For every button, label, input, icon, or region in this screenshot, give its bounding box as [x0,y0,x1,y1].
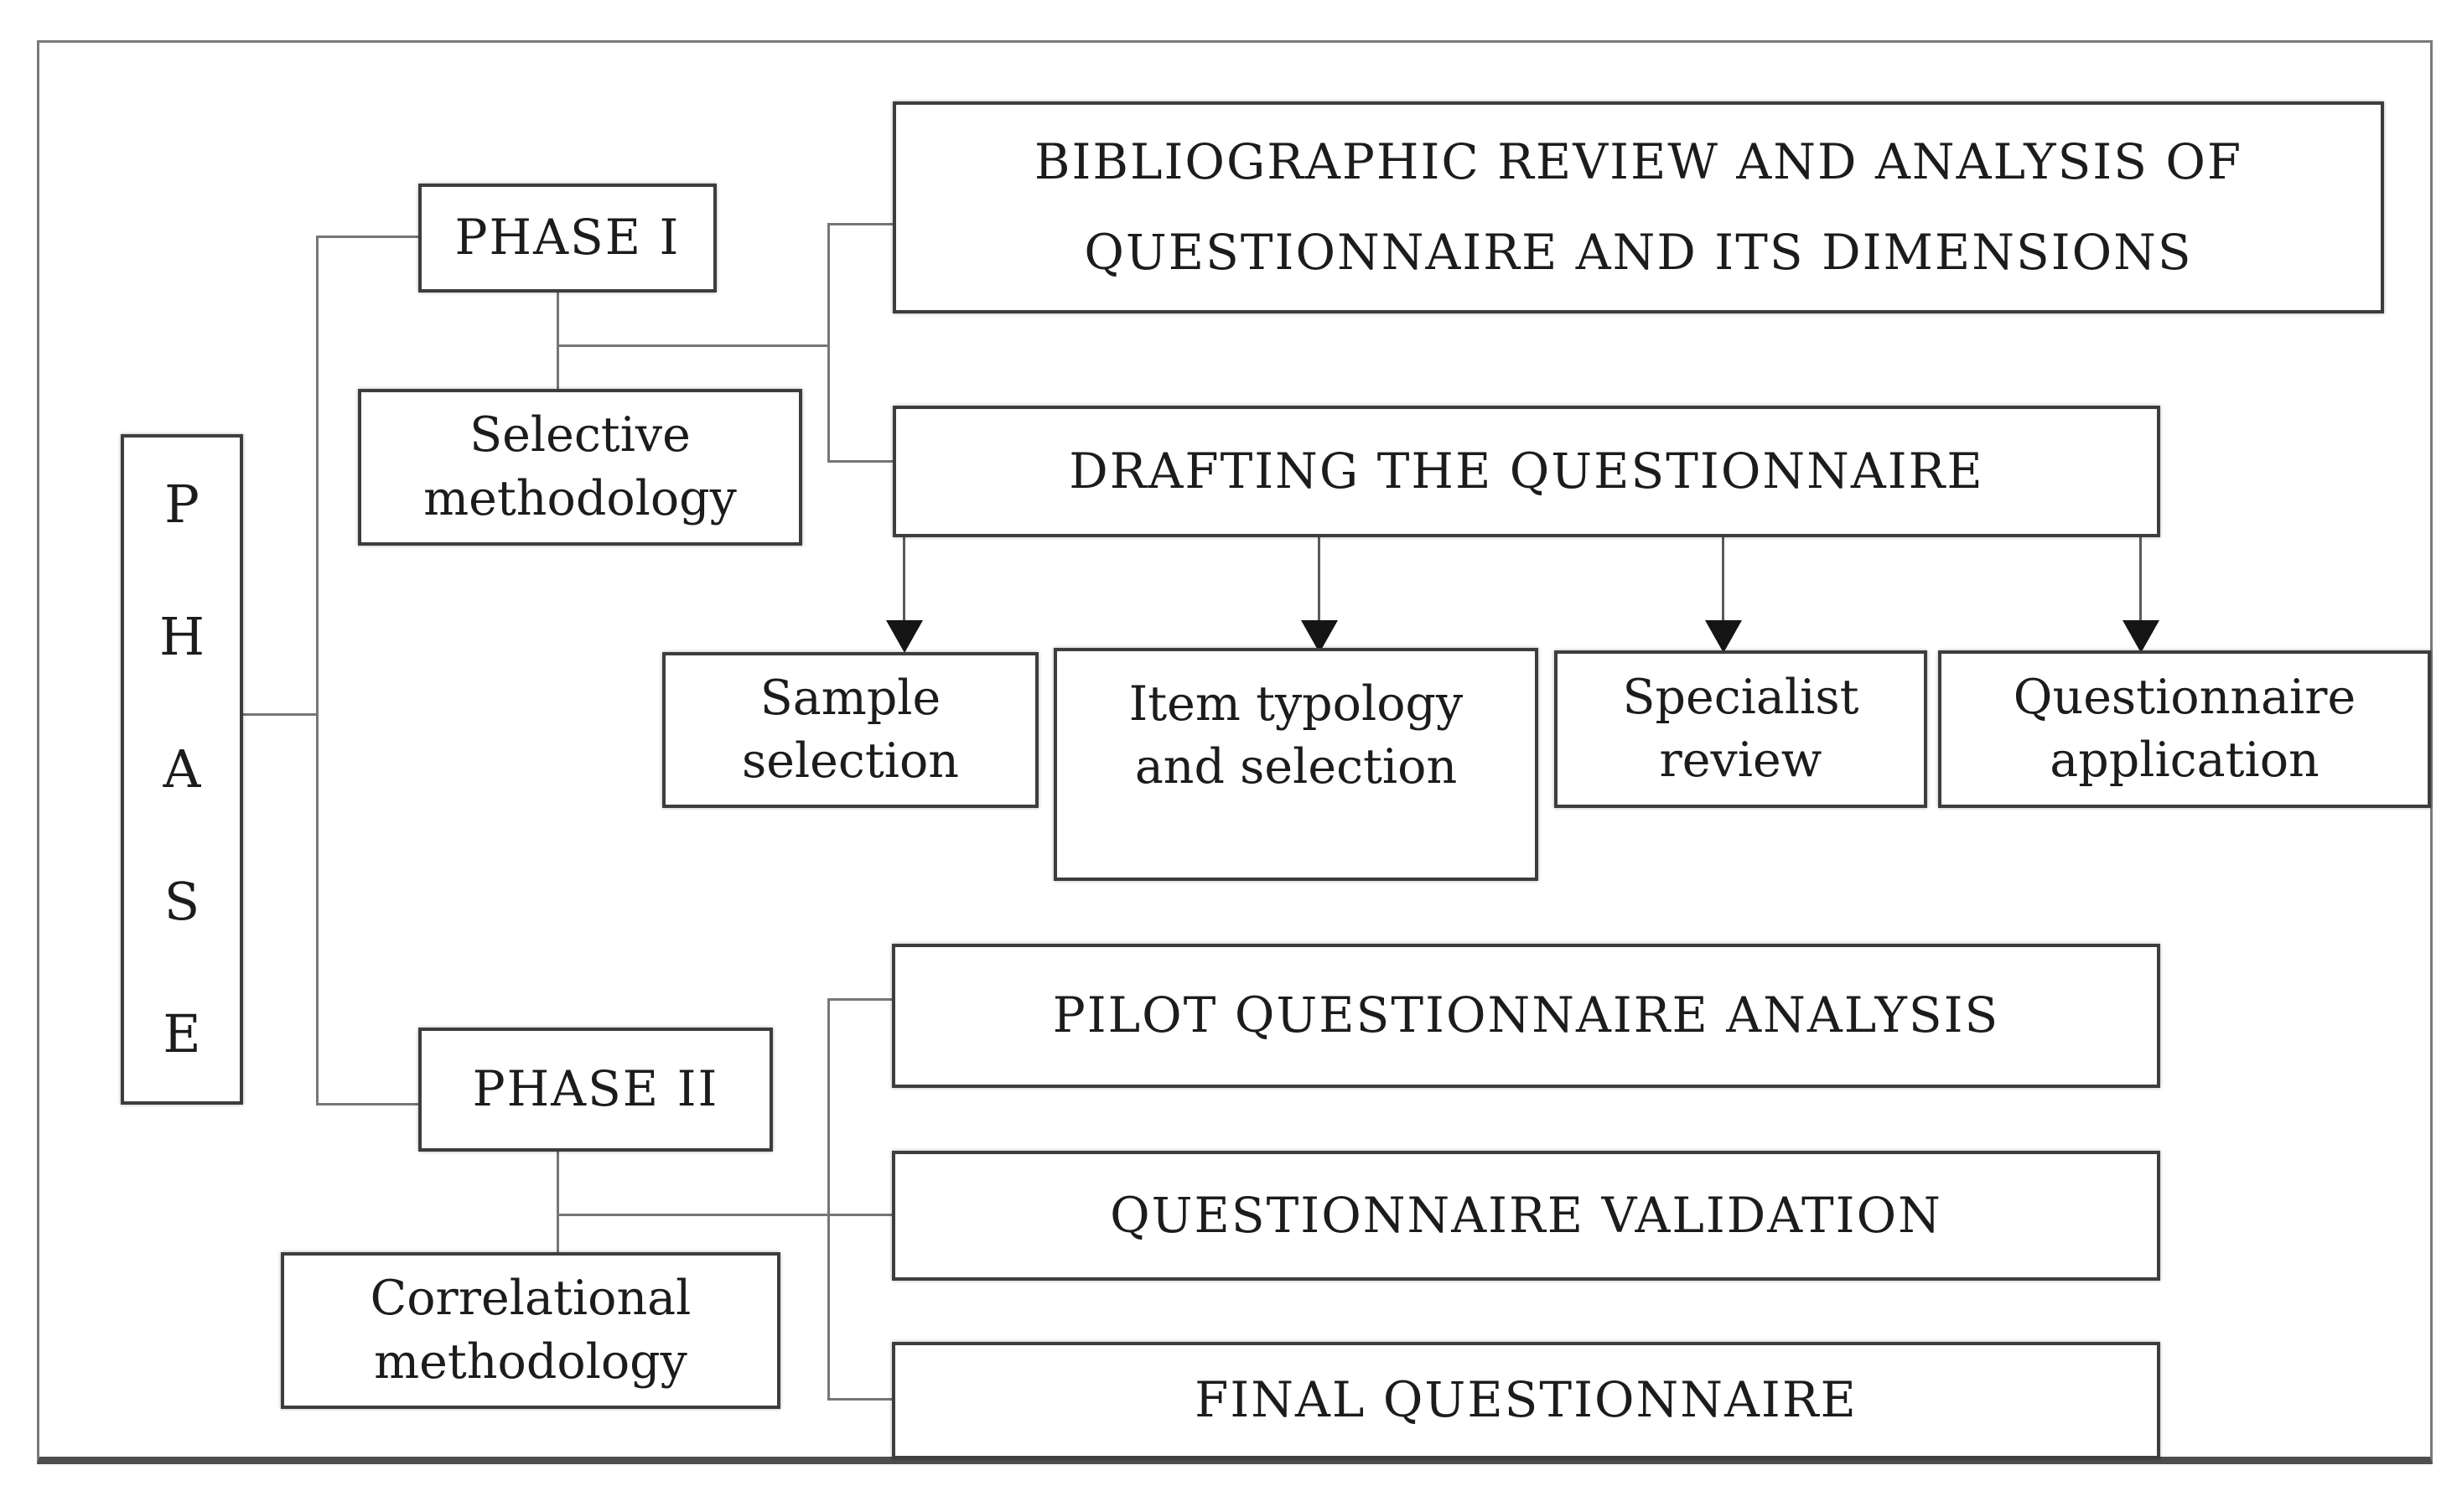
phase-letter: E [163,1003,201,1064]
connector-to-final [827,1398,892,1401]
node-label: FINAL QUESTIONNAIRE [1195,1371,1858,1429]
node-phase-axis: P H A S E [121,434,243,1105]
node-final-questionnaire: FINAL QUESTIONNAIRE [892,1342,2160,1459]
node-label: DRAFTING THE QUESTIONNAIRE [1069,442,1984,500]
node-sample-selection: Sample selection [662,652,1039,808]
node-label-line: methodology [374,1333,687,1390]
node-specialist-review: Specialist review [1554,650,1927,808]
phase-letter: A [163,738,201,800]
connector-phase1-bracket [827,223,830,463]
node-label-line: review [1659,733,1822,788]
node-label-line: Specialist [1622,669,1859,725]
node-drafting-questionnaire: DRAFTING THE QUESTIONNAIRE [893,406,2160,537]
node-label: PILOT QUESTIONNAIRE ANALYSIS [1052,986,2000,1044]
node-bibliographic-review: BIBLIOGRAPHIC REVIEW AND ANALYSIS OF QUE… [893,101,2384,313]
connector-trunk-vertical [316,236,319,1106]
connector-phase-to-trunk [243,713,319,716]
connector-trunk-to-phase2 [316,1103,418,1106]
connector-trunk-to-phase1 [316,236,418,238]
node-label-line: BIBLIOGRAPHIC REVIEW AND ANALYSIS OF [1034,133,2243,191]
node-label-line: application [2050,733,2319,788]
node-label: PHASE II [472,1060,719,1118]
arrow-stem-to-sample [903,536,905,623]
connector-to-drafting [827,460,893,463]
node-label-line: Questionnaire [2013,669,2356,725]
phase-letter: H [158,606,205,667]
node-correlational-methodology: Correlational methodology [281,1252,780,1409]
arrow-down-icon [886,620,923,653]
node-phase-2: PHASE II [418,1028,773,1152]
arrow-stem-to-item-typology [1318,536,1320,623]
node-questionnaire-application: Questionnaire application [1938,650,2431,808]
node-label-line: and selection [1134,739,1458,795]
node-item-typology: Item typology and selection [1054,648,1538,881]
connector-phase2-stem [557,1152,559,1252]
connector-phase2-bracket [827,998,830,1401]
connector-phase1-branch [557,344,830,347]
connector-phase1-stem [557,293,559,389]
node-label-line: QUESTIONNAIRE AND ITS DIMENSIONS [1084,223,2193,281]
node-label-line: methodology [423,470,737,526]
node-label-line: Sample [759,670,941,726]
connector-to-validation [557,1214,892,1216]
node-label-line: Selective [469,407,691,463]
connector-to-bibliographic [827,223,893,225]
node-label-line: selection [741,733,960,789]
phase-letter: P [164,474,200,535]
node-label-line: Item typology [1128,676,1464,732]
connector-to-pilot [827,998,892,1001]
arrow-stem-to-specialist [1722,536,1724,623]
node-pilot-questionnaire-analysis: PILOT QUESTIONNAIRE ANALYSIS [892,944,2160,1088]
arrow-down-icon [1705,620,1742,653]
node-label: QUESTIONNAIRE VALIDATION [1110,1186,1942,1244]
diagram-frame: P H A S E PHASE I Selective methodology … [37,40,2433,1464]
node-selective-methodology: Selective methodology [358,389,802,546]
node-label-line: Correlational [370,1271,692,1327]
arrow-stem-to-application [2139,536,2142,623]
node-phase-1: PHASE I [418,184,717,293]
node-label: PHASE I [454,209,681,267]
phase-letter: S [163,871,200,932]
arrow-down-icon [1301,620,1338,653]
node-questionnaire-validation: QUESTIONNAIRE VALIDATION [892,1151,2160,1281]
arrow-down-icon [2123,620,2159,653]
